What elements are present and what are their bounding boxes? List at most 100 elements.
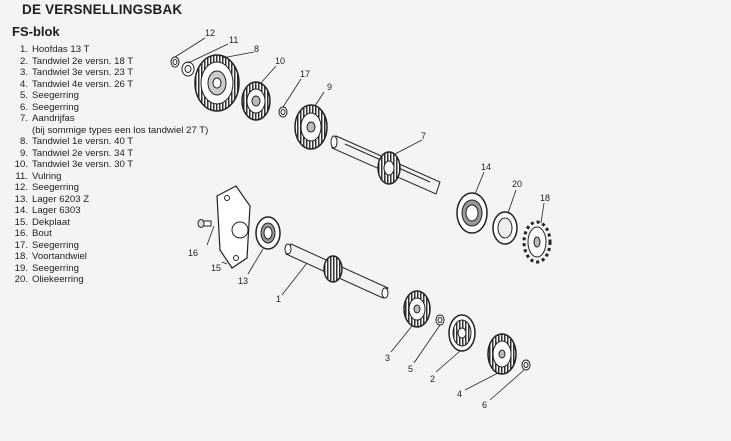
legend-item: 9. Tandwiel 2e versn. 34 T: [0, 148, 290, 160]
legend-text: Seegerring: [32, 262, 79, 274]
legend-text: (bij sommige types een los tandwiel 27 T…: [32, 124, 209, 136]
legend-item: 14. Lager 6303: [0, 205, 290, 217]
legend-num: 11.: [15, 170, 28, 182]
callout-2: 2: [430, 374, 435, 384]
legend-num: 19.: [14, 262, 28, 274]
callout-11: 11: [229, 35, 238, 45]
legend-text: Tandwiel 2e versn. 34 T: [32, 147, 134, 159]
legend-num: 1.: [19, 44, 28, 55]
callout-4: 4: [457, 389, 462, 399]
callout-7: 7: [421, 131, 426, 141]
legend-num: 5.: [19, 90, 28, 101]
legend-item: 6.Seegerring: [0, 102, 290, 114]
legend-text: Lager 6203 Z: [32, 193, 90, 205]
callout-9: 9: [327, 82, 332, 92]
legend-item: 1. Hoofdas 13 T: [0, 44, 290, 56]
legend-num: 6.: [19, 101, 28, 113]
legend-item: 18. Voortandwiel: [0, 251, 290, 263]
legend-item: 20. Oliekeerring: [0, 274, 290, 286]
legend-text: Voortandwiel: [32, 251, 87, 262]
legend-text: Seegerring: [32, 182, 79, 193]
legend-num: 2.: [19, 55, 28, 67]
legend-text: Tandwiel 3e versn. 30 T: [32, 159, 134, 170]
part-12-circlip: [170, 56, 180, 68]
callout-3: 3: [385, 353, 390, 363]
part-6-circlip: [521, 359, 531, 371]
legend-num: 4.: [19, 78, 28, 90]
legend-text: Hoofdas 13 T: [32, 44, 90, 55]
legend-num: 15.: [14, 216, 28, 228]
legend-num: 13.: [14, 193, 28, 205]
legend-num: 7.: [19, 113, 28, 124]
legend-text: Tandwiel 3e versn. 23 T: [32, 67, 134, 78]
leader-lines: [174, 37, 545, 401]
part-13-bearing-6203z: [255, 216, 281, 250]
part-8-gear-40t: [194, 54, 240, 112]
part-15-cover-plate: [216, 185, 251, 269]
legend-num: 10.: [14, 159, 28, 170]
legend-text: Dekplaat: [32, 216, 70, 228]
callout-1: 1: [276, 294, 281, 304]
parts-legend: 1. Hoofdas 13 T 2.Tandwiel 2e versn. 18 T…: [0, 44, 290, 286]
legend-text: Bout: [32, 228, 52, 239]
legend-item: 7.Aandrijfas: [0, 113, 290, 125]
part-3-gear-23t: [403, 290, 431, 328]
part-9-gear-34t: [294, 104, 328, 150]
legend-item: 10. Tandwiel 3e versn. 30 T: [0, 159, 290, 171]
callout-8: 8: [254, 44, 259, 54]
callout-labels: 12 11 8 10 17 9 7 14 20 18 16 15 13 1 3 …: [188, 28, 550, 410]
legend-text: Vulring: [32, 170, 62, 182]
legend-item: 4.Tandwiel 4e versn. 26 T: [0, 79, 290, 91]
callout-5: 5: [408, 364, 413, 374]
callout-20: 20: [512, 179, 522, 189]
legend-num: 12.: [14, 182, 28, 193]
part-11-washer: [181, 61, 195, 77]
part-18-sprocket: [522, 220, 552, 264]
legend-item: 2.Tandwiel 2e versn. 18 T: [0, 56, 290, 68]
part-16-bolt: [197, 219, 212, 228]
section-title: FS-blok: [12, 24, 60, 39]
legend-num: 16.: [14, 228, 28, 239]
part-7-drive-shaft: [330, 135, 441, 195]
legend-item: 12. Seegerring: [0, 182, 290, 194]
callout-18: 18: [540, 193, 550, 203]
callout-6: 6: [482, 400, 487, 410]
legend-text: Lager 6303: [32, 205, 81, 216]
callout-10: 10: [275, 56, 285, 66]
legend-num: 18.: [14, 251, 28, 262]
legend-text: Seegerring: [32, 239, 79, 251]
legend-num: 20.: [14, 274, 28, 285]
legend-item: 5. Seegerring: [0, 90, 290, 102]
legend-num: 9.: [19, 147, 28, 159]
callout-15: 15: [211, 263, 221, 273]
legend-item: 15. Dekplaat: [0, 217, 290, 229]
legend-item: 11. Vulring: [0, 171, 290, 183]
legend-item: 3. Tandwiel 3e versn. 23 T: [0, 67, 290, 79]
legend-num: 17.: [14, 239, 28, 251]
part-5-circlip: [435, 314, 445, 326]
legend-text: Tandwiel 1e versn. 40 T: [32, 136, 134, 147]
part-2-gear-18t: [448, 314, 476, 352]
legend-text: Seegerring: [32, 90, 79, 101]
legend-num: 8.: [19, 136, 28, 147]
legend-text: Oliekeerring: [32, 274, 84, 285]
legend-item: 19. Seegerring: [0, 263, 290, 275]
part-20-oil-seal: [492, 211, 518, 245]
legend-num: 3.: [19, 67, 28, 78]
part-1-main-shaft: [284, 243, 389, 299]
callout-17: 17: [300, 69, 310, 79]
callout-13: 13: [238, 276, 248, 286]
part-14-bearing-6303: [456, 192, 488, 234]
legend-item: 16. Bout: [0, 228, 290, 240]
part-10-gear-30t: [241, 81, 271, 121]
legend-item: 17. Seegerring: [0, 240, 290, 252]
legend-item: 13. Lager 6203 Z: [0, 194, 290, 206]
callout-14: 14: [481, 162, 491, 172]
legend-item: 8. Tandwiel 1e versn. 40 T: [0, 136, 290, 148]
legend-num: 14.: [14, 205, 28, 216]
part-4-gear-26t: [487, 333, 517, 375]
legend-note: (bij sommige types een los tandwiel 27 T…: [0, 125, 290, 137]
part-17-circlip: [278, 106, 288, 118]
